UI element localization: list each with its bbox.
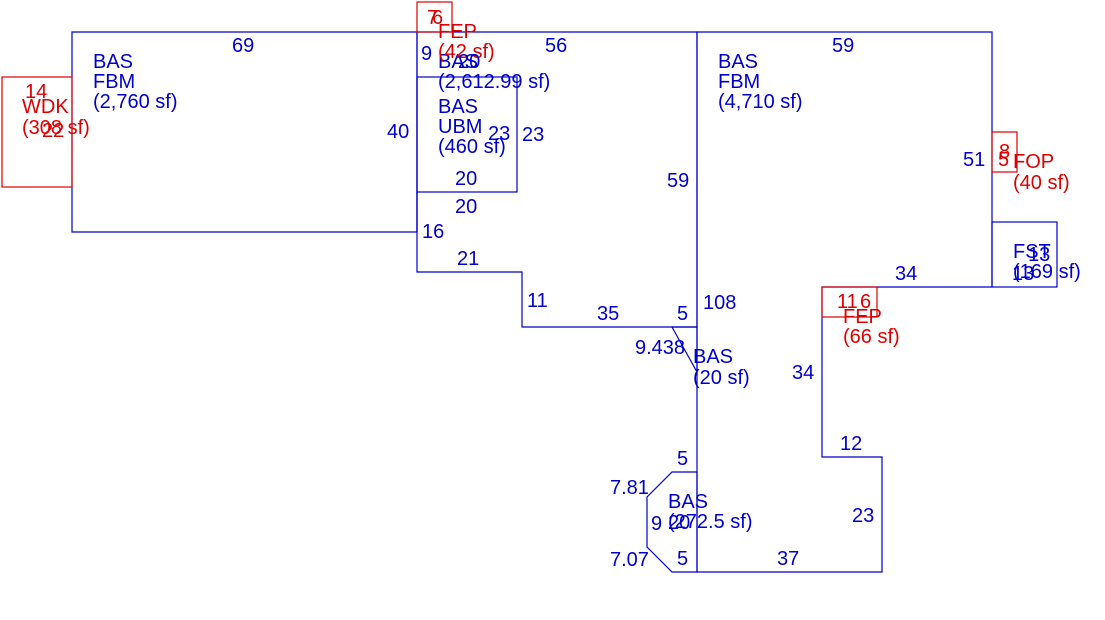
dim-34-top: 34	[895, 263, 917, 285]
dim-23-a: 23	[488, 123, 510, 145]
bas-fbm-west-area: (2,760 sf)	[93, 91, 177, 113]
bas-ubm-outline	[416, 76, 518, 193]
dim-5-b: 5	[677, 448, 688, 470]
fst-outline	[991, 221, 1058, 288]
fep-mid-area: (66 sf)	[843, 326, 900, 348]
fop-code: FOP	[1013, 151, 1054, 173]
dim-40: 40	[387, 121, 409, 143]
bas-center-code: BAS	[438, 51, 478, 73]
fep-top-area: (42 sf)	[438, 41, 495, 63]
dim-108: 108	[703, 292, 736, 314]
dim-fep-7: 7	[427, 7, 438, 29]
bas-octagon-area: (272.5 sf)	[668, 511, 752, 533]
fop-area: (40 sf)	[1013, 172, 1070, 194]
dim-wdk-14: 14	[25, 81, 47, 103]
dim-7-81: 7.81	[610, 477, 649, 499]
dim-23-c: 23	[852, 505, 874, 527]
wdk-code: WDK	[22, 96, 69, 118]
dim-59-mid: 59	[667, 170, 689, 192]
dim-13-a: 13	[1028, 244, 1050, 266]
dim-20-ubm: 20	[455, 168, 477, 190]
bas-fbm-east-sub: FBM	[718, 71, 760, 93]
dim-20-below: 20	[455, 196, 477, 218]
bas-small-code: BAS	[693, 346, 733, 368]
dim-9-octagon: 9	[651, 513, 662, 535]
dim-fop-5: 5	[998, 149, 1009, 171]
fep-mid-outline	[821, 286, 878, 318]
dim-35: 35	[597, 303, 619, 325]
fep-mid-code: FEP	[843, 306, 882, 328]
wdk-area: (308 sf)	[22, 117, 90, 139]
dim-13-b: 13	[1012, 263, 1034, 285]
fop-outline	[991, 131, 1018, 173]
dim-37: 37	[777, 548, 799, 570]
dim-fep-6: 6	[432, 7, 443, 29]
bas-center-area: (2,612.99 sf)	[438, 71, 550, 93]
bas-ubm-sub: UBM	[438, 116, 482, 138]
dim-69: 69	[232, 35, 254, 57]
bas-octagon-code: BAS	[668, 491, 708, 513]
fst-code: FST	[1013, 241, 1051, 263]
dim-23-b: 23	[522, 124, 544, 146]
bas-fbm-west-sub: FBM	[93, 71, 135, 93]
bas-small-triangle	[670, 326, 698, 375]
bas-ubm-area: (460 sf)	[438, 136, 506, 158]
wdk-outline	[1, 76, 73, 188]
dim-59-top: 59	[832, 35, 854, 57]
dim-fep-11: 11	[837, 291, 858, 313]
bas-fbm-east-outline	[696, 31, 993, 573]
dim-21: 21	[457, 248, 479, 270]
dim-12: 12	[840, 433, 862, 455]
dim-fep-6b: 6	[860, 291, 871, 313]
dim-9: 9	[421, 43, 432, 65]
dim-20-octagon: 20	[668, 512, 690, 534]
bas-ubm-code: BAS	[438, 96, 478, 118]
bas-fbm-west-code: BAS	[93, 51, 133, 73]
bas-fbm-east-code: BAS	[718, 51, 758, 73]
dim-7-07: 7.07	[610, 549, 649, 571]
dim-34-side: 34	[792, 362, 814, 384]
bas-octagon-outline	[646, 471, 698, 573]
fst-area: (169 sf)	[1013, 261, 1081, 283]
dim-16: 16	[422, 221, 444, 243]
dim-5-c: 5	[677, 548, 688, 570]
dim-20-top: 20	[458, 51, 480, 73]
dim-11: 11	[527, 290, 548, 312]
fep-top-code: FEP	[438, 21, 477, 43]
dim-5-a: 5	[677, 303, 688, 325]
bas-small-area: (20 sf)	[693, 367, 750, 389]
dim-9438: 9.438	[635, 337, 685, 359]
dim-56: 56	[545, 35, 567, 57]
dim-51: 51	[963, 149, 985, 171]
fep-top-outline	[416, 1, 453, 33]
dim-fop-8: 8	[999, 141, 1010, 163]
dim-wdk-22: 22	[42, 120, 64, 142]
bas-fbm-east-area: (4,710 sf)	[718, 91, 802, 113]
